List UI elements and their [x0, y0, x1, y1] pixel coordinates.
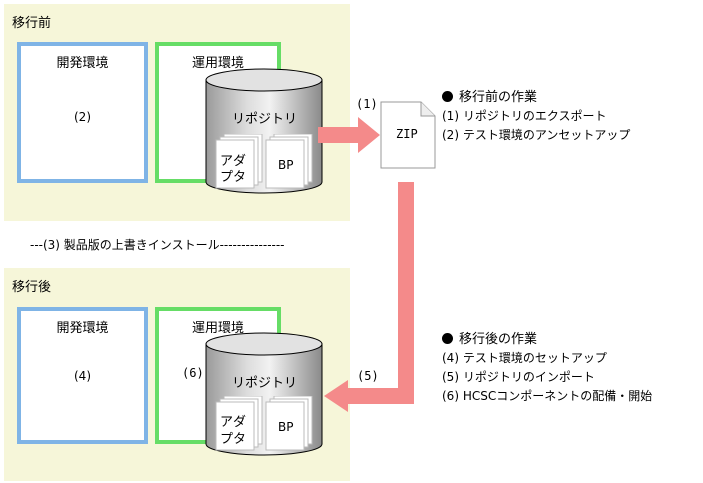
bullet-dot-icon: [442, 333, 453, 344]
after-ops-env-label: 運用環境: [191, 321, 244, 336]
tasks-after-heading: 移行後の作業: [459, 332, 538, 347]
tasks-after-item: (4) テスト環境のセットアップ: [442, 351, 607, 365]
after-repository-label: リポジトリ: [232, 376, 298, 391]
tasks-before-item: (1) リポジトリのエクスポート: [442, 109, 607, 123]
tasks-after-item: (6) HCSCコンポーネントの配備・開始: [442, 389, 653, 403]
overwrite-install-line: ---(3) 製品版の上書きインストール---------------: [30, 238, 285, 252]
after-bp-card-stack: [265, 396, 313, 451]
bullet-dot-icon: [442, 91, 453, 102]
before-adapter-card-stack: [215, 134, 263, 189]
export-arrow: [318, 117, 380, 153]
tasks-before-heading: 移行前の作業: [459, 90, 538, 105]
before-bp-label: BP: [278, 158, 294, 172]
before-dev-env-box: 開発環境 (2): [17, 42, 148, 183]
tasks-after: 移行後の作業 (4) テスト環境のセットアップ (5) リポジトリのインポート …: [442, 328, 652, 404]
tasks-before-heading-row: 移行前の作業: [442, 86, 630, 105]
after-adapter-label-line2: プタ: [220, 432, 247, 447]
after-panel-title: 移行後: [12, 280, 52, 295]
tasks-before: 移行前の作業 (1) リポジトリのエクスポート (2) テスト環境のアンセットア…: [442, 86, 630, 143]
after-ops-env-step: (6): [182, 366, 204, 380]
before-dev-env-step: (2): [74, 110, 91, 124]
after-adapter-card-stack: [215, 396, 263, 451]
after-bp-label: BP: [278, 420, 294, 434]
import-step-label: (5): [357, 369, 379, 383]
tasks-before-item: (2) テスト環境のアンセットアップ: [442, 128, 631, 142]
before-bp-card-stack: [265, 134, 313, 189]
before-repository-label: リポジトリ: [232, 112, 298, 127]
import-arrow: [324, 182, 414, 412]
before-panel-title: 移行前: [12, 16, 52, 31]
export-step-label: (1): [356, 97, 378, 111]
before-adapter-label-line1: アダ: [220, 154, 247, 169]
tasks-after-item: (5) リポジトリのインポート: [442, 370, 595, 384]
after-dev-env-box: 開発環境 (4): [17, 307, 148, 444]
tasks-after-heading-row: 移行後の作業: [442, 328, 652, 347]
zip-file-icon: [380, 101, 436, 169]
before-dev-env-label: 開発環境: [56, 56, 109, 71]
after-adapter-label-line1: アダ: [220, 415, 247, 430]
zip-file-label: ZIP: [396, 127, 418, 141]
after-dev-env-label: 開発環境: [56, 321, 109, 336]
before-ops-env-label: 運用環境: [191, 56, 244, 71]
after-dev-env-step: (4): [74, 369, 91, 383]
before-adapter-label-line2: プタ: [220, 170, 247, 185]
